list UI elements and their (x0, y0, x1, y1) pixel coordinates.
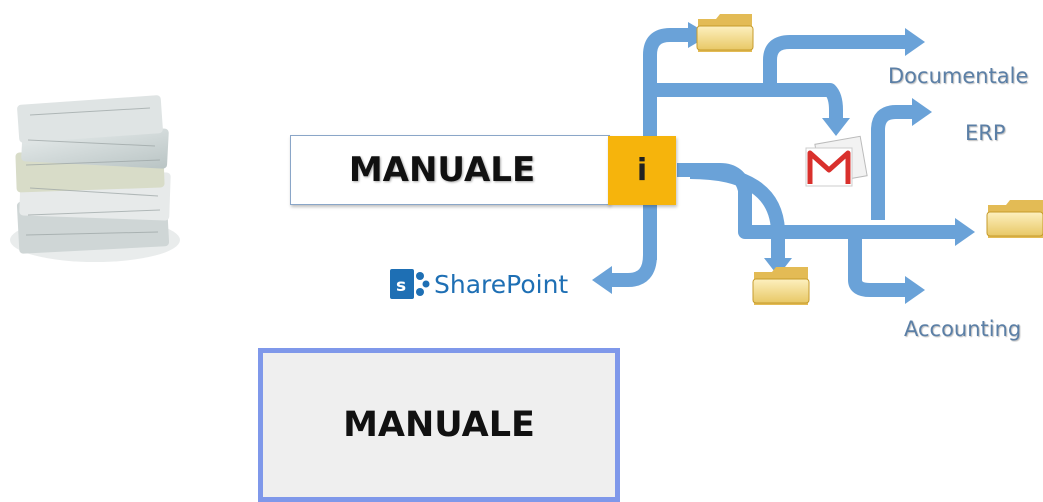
sharepoint-logo: s SharePoint (390, 266, 568, 302)
paper-stack-icon (10, 95, 180, 262)
folder-icon (986, 200, 1043, 238)
manuale-bottom-box: MANUALE (258, 348, 620, 502)
info-badge[interactable]: i (608, 136, 676, 205)
info-icon: i (636, 153, 648, 188)
manuale-label: MANUALE (348, 150, 536, 190)
flow-pipes (612, 28, 955, 297)
svg-text:s: s (396, 276, 406, 296)
destination-accounting: Accounting (904, 317, 1022, 341)
destination-erp: ERP (965, 121, 1006, 145)
sharepoint-icon: s (390, 269, 430, 299)
manuale-bottom-label: MANUALE (343, 405, 535, 445)
gmail-icon (805, 135, 868, 187)
destination-documentale: Documentale (888, 64, 1029, 88)
folder-icon (752, 267, 810, 305)
folder-icon (696, 14, 754, 52)
manuale-input-box: MANUALE (290, 135, 610, 205)
sharepoint-label: SharePoint (434, 269, 569, 299)
